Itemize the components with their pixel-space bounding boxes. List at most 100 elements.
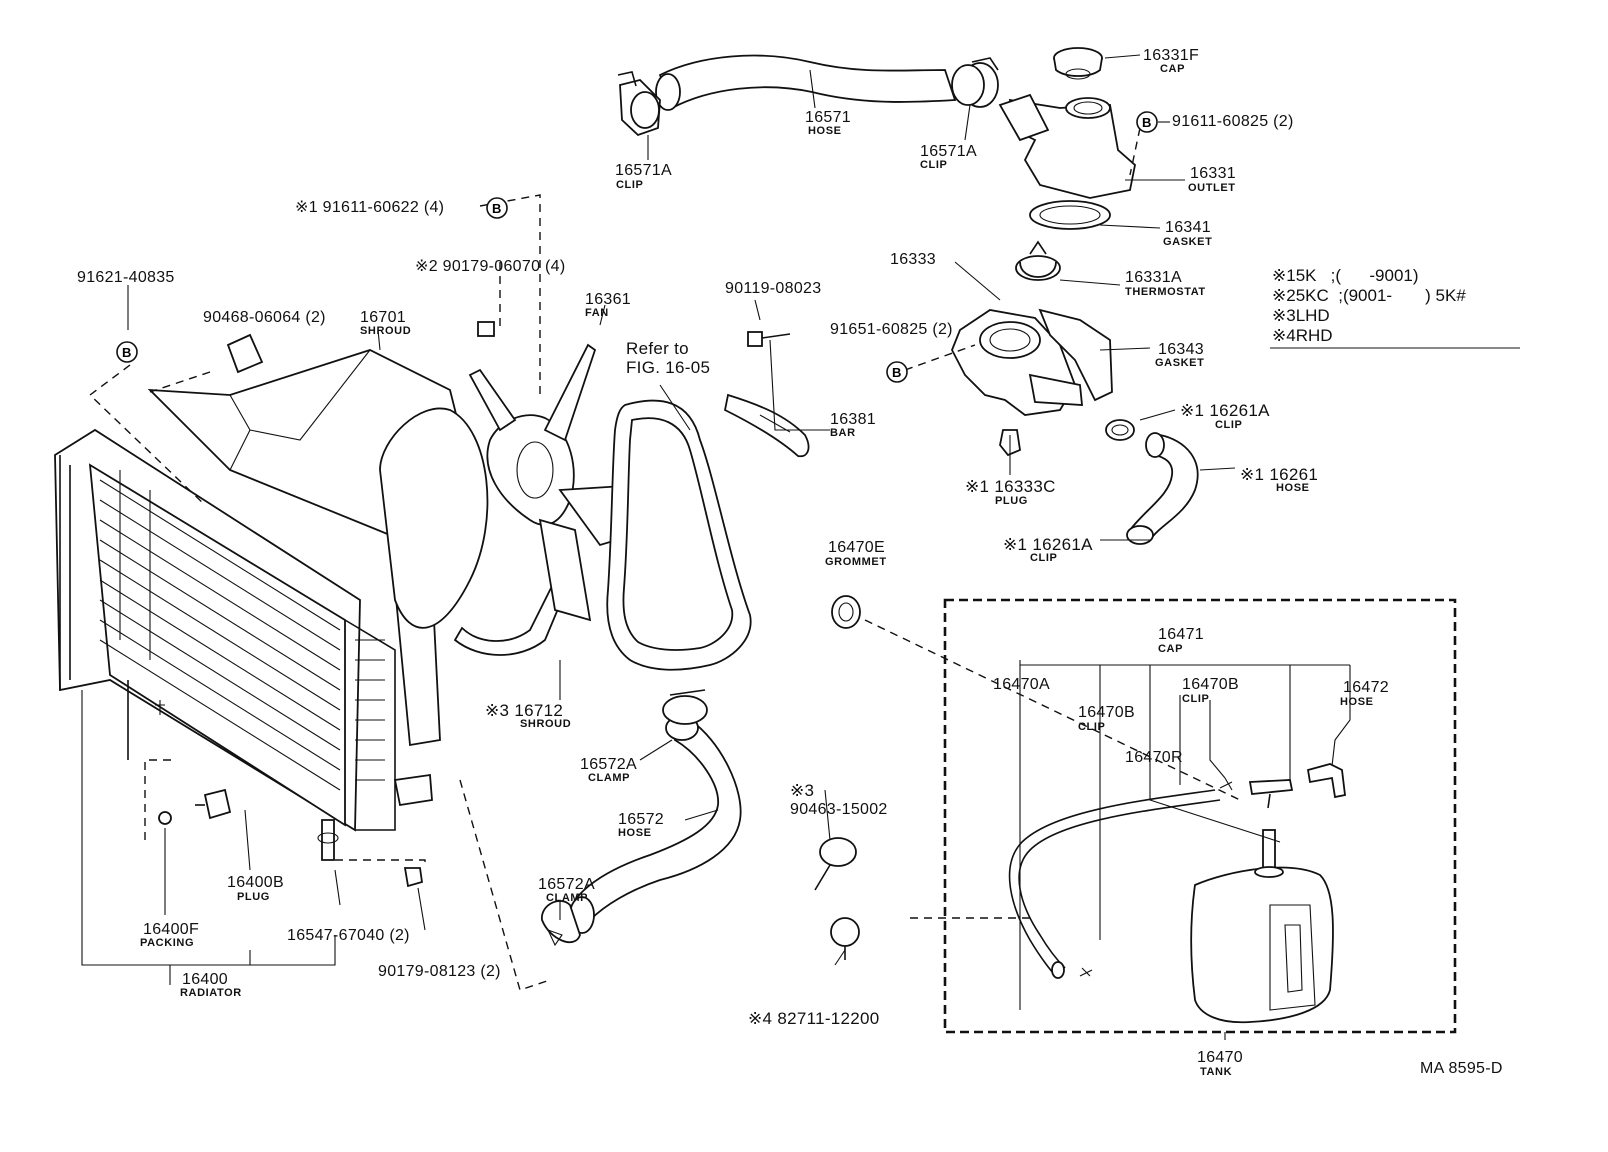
label-16572A-top-name: CLAMP bbox=[588, 772, 631, 784]
clip-16571A-left bbox=[617, 71, 661, 137]
legend-row-4-mark: ※4 bbox=[1272, 326, 1296, 345]
legend-row-1-text: 5K ;( -9001) bbox=[1295, 266, 1419, 285]
label-16547-67040: 16547-67040 (2) bbox=[287, 927, 410, 944]
band-90463 bbox=[814, 837, 857, 891]
clip-16261A-top bbox=[1105, 419, 1135, 441]
label-16341: 16341 bbox=[1165, 219, 1211, 236]
label-16261A-bottom-name: CLIP bbox=[1030, 552, 1058, 564]
gasket-16341 bbox=[1029, 200, 1111, 230]
label-16470B-left-name: CLIP bbox=[1078, 721, 1106, 733]
label-16331: 16331 bbox=[1190, 165, 1236, 182]
label-91651-60825: 91651-60825 (2) bbox=[830, 321, 953, 338]
label-16361-name: FAN bbox=[585, 307, 609, 319]
svg-text:B: B bbox=[1142, 115, 1151, 130]
refer-fig-label: FIG. 16-05 bbox=[626, 358, 711, 377]
bolt-90179-06070 bbox=[477, 321, 495, 337]
label-91621-40835: 91621-40835 bbox=[77, 269, 175, 286]
label-16571A-left: 16571A bbox=[615, 162, 672, 179]
label-16712-name: SHROUD bbox=[520, 718, 572, 730]
legend-row-2-text: 5KC ;(9001- ) 5K# bbox=[1295, 286, 1466, 305]
legend-row-2-mark: ※2 bbox=[1272, 286, 1296, 305]
label-16331F-name: CAP bbox=[1160, 63, 1186, 75]
label-16261A-top: ※1 16261A bbox=[1180, 401, 1270, 420]
label-16261: ※1 16261 bbox=[1240, 465, 1319, 484]
plug-16400B bbox=[195, 788, 232, 820]
label-16571-name: HOSE bbox=[808, 125, 842, 137]
clips-90468 bbox=[226, 333, 264, 374]
label-90463-15002: 90463-15002 bbox=[790, 801, 888, 818]
label-16572A-top: 16572A bbox=[580, 756, 637, 773]
label-91611-60622: ※1 91611-60622 (4) bbox=[295, 199, 445, 216]
legend-row-1: ※15K ;( -9001) bbox=[1272, 267, 1419, 284]
legend-row-3: ※3LHD bbox=[1272, 307, 1330, 324]
label-16701-name: SHROUD bbox=[360, 325, 412, 337]
legend-row-3-text: LHD bbox=[1295, 306, 1330, 325]
label-16470B-left: 16470B bbox=[1078, 704, 1135, 721]
bar-16381 bbox=[723, 393, 810, 458]
band-82711 bbox=[830, 917, 860, 960]
label-16261-name: HOSE bbox=[1276, 482, 1310, 494]
label-16472-name: HOSE bbox=[1340, 696, 1374, 708]
label-90179-08123: 90179-08123 (2) bbox=[378, 963, 501, 980]
svg-text:B: B bbox=[122, 345, 131, 360]
label-82711-12200: ※4 82711-12200 bbox=[748, 1009, 880, 1028]
label-16333C-name: PLUG bbox=[995, 495, 1028, 507]
upper-hose-16571 bbox=[655, 54, 957, 111]
legend-row-3-mark: ※3 bbox=[1272, 306, 1296, 325]
label-16400F: 16400F bbox=[143, 921, 200, 938]
label-16472: 16472 bbox=[1343, 679, 1389, 696]
label-91611-60825: 91611-60825 (2) bbox=[1172, 113, 1294, 130]
clamp-16572A-bottom bbox=[541, 900, 581, 947]
label-16381: 16381 bbox=[830, 411, 876, 428]
label-16470-name: TANK bbox=[1200, 1066, 1233, 1078]
bolt-90119 bbox=[747, 331, 791, 347]
label-16400-name: RADIATOR bbox=[180, 987, 242, 999]
legend-row-2: ※25KC ;(9001- ) 5K# bbox=[1272, 287, 1466, 304]
hose-16472 bbox=[1306, 763, 1346, 799]
label-16470E-name: GROMMET bbox=[825, 556, 887, 568]
label-16471: 16471 bbox=[1158, 626, 1204, 643]
label-16400B-name: PLUG bbox=[237, 891, 270, 903]
label-16470B-right-name: CLIP bbox=[1182, 693, 1210, 705]
packing-16400F bbox=[158, 811, 172, 825]
label-16470R: 16470R bbox=[1125, 749, 1183, 766]
label-16400F-name: PACKING bbox=[140, 937, 195, 949]
housing-16333 bbox=[951, 309, 1084, 416]
b-marker-3: B bbox=[116, 341, 138, 363]
label-16400B: 16400B bbox=[227, 874, 284, 891]
gasket-16343 bbox=[1038, 308, 1113, 402]
b-marker-4: B bbox=[886, 361, 908, 383]
label-16361: 16361 bbox=[585, 291, 631, 308]
figure-code: MA 8595-D bbox=[1420, 1060, 1503, 1077]
hose-16261 bbox=[1128, 432, 1199, 542]
refer-to-label: Refer to bbox=[626, 339, 689, 358]
belt-refer-fig-16-05 bbox=[606, 399, 752, 671]
clip-16470B-small bbox=[1079, 777, 1233, 977]
label-16470B-right: 16470B bbox=[1182, 676, 1239, 693]
label-16571A-left-name: CLIP bbox=[616, 179, 644, 191]
label-16331A: 16331A bbox=[1125, 269, 1182, 286]
label-16572A-bottom-name: CLAMP bbox=[546, 892, 589, 904]
leader-lines bbox=[81, 54, 1520, 1040]
cap-16331F bbox=[1053, 47, 1103, 80]
bolt-90179-08123 bbox=[403, 867, 424, 888]
legend-row-1-mark: ※1 bbox=[1272, 266, 1296, 285]
reservoir-kit-box bbox=[943, 598, 1457, 1034]
tank-16470 bbox=[1190, 829, 1334, 1024]
label-16381-name: BAR bbox=[830, 427, 856, 439]
label-16261A-top-name: CLIP bbox=[1215, 419, 1243, 431]
label-16572A-bottom: 16572A bbox=[538, 876, 595, 893]
radiator-16400 bbox=[54, 428, 433, 832]
label-16343-name: GASKET bbox=[1155, 357, 1205, 369]
label-16331A-name: THERMOSTAT bbox=[1125, 286, 1206, 298]
cap-16471 bbox=[1248, 779, 1294, 809]
svg-text:B: B bbox=[892, 365, 901, 380]
label-16471-name: CAP bbox=[1158, 643, 1184, 655]
label-90119-08023: 90119-08023 bbox=[725, 280, 822, 297]
label-16701: 16701 bbox=[360, 309, 406, 326]
label-16331-name: OUTLET bbox=[1188, 182, 1236, 194]
label-90468-06064: 90468-06064 (2) bbox=[203, 309, 326, 326]
label-16261A-bottom: ※1 16261A bbox=[1003, 535, 1093, 554]
clip-16571A-right bbox=[951, 57, 999, 108]
